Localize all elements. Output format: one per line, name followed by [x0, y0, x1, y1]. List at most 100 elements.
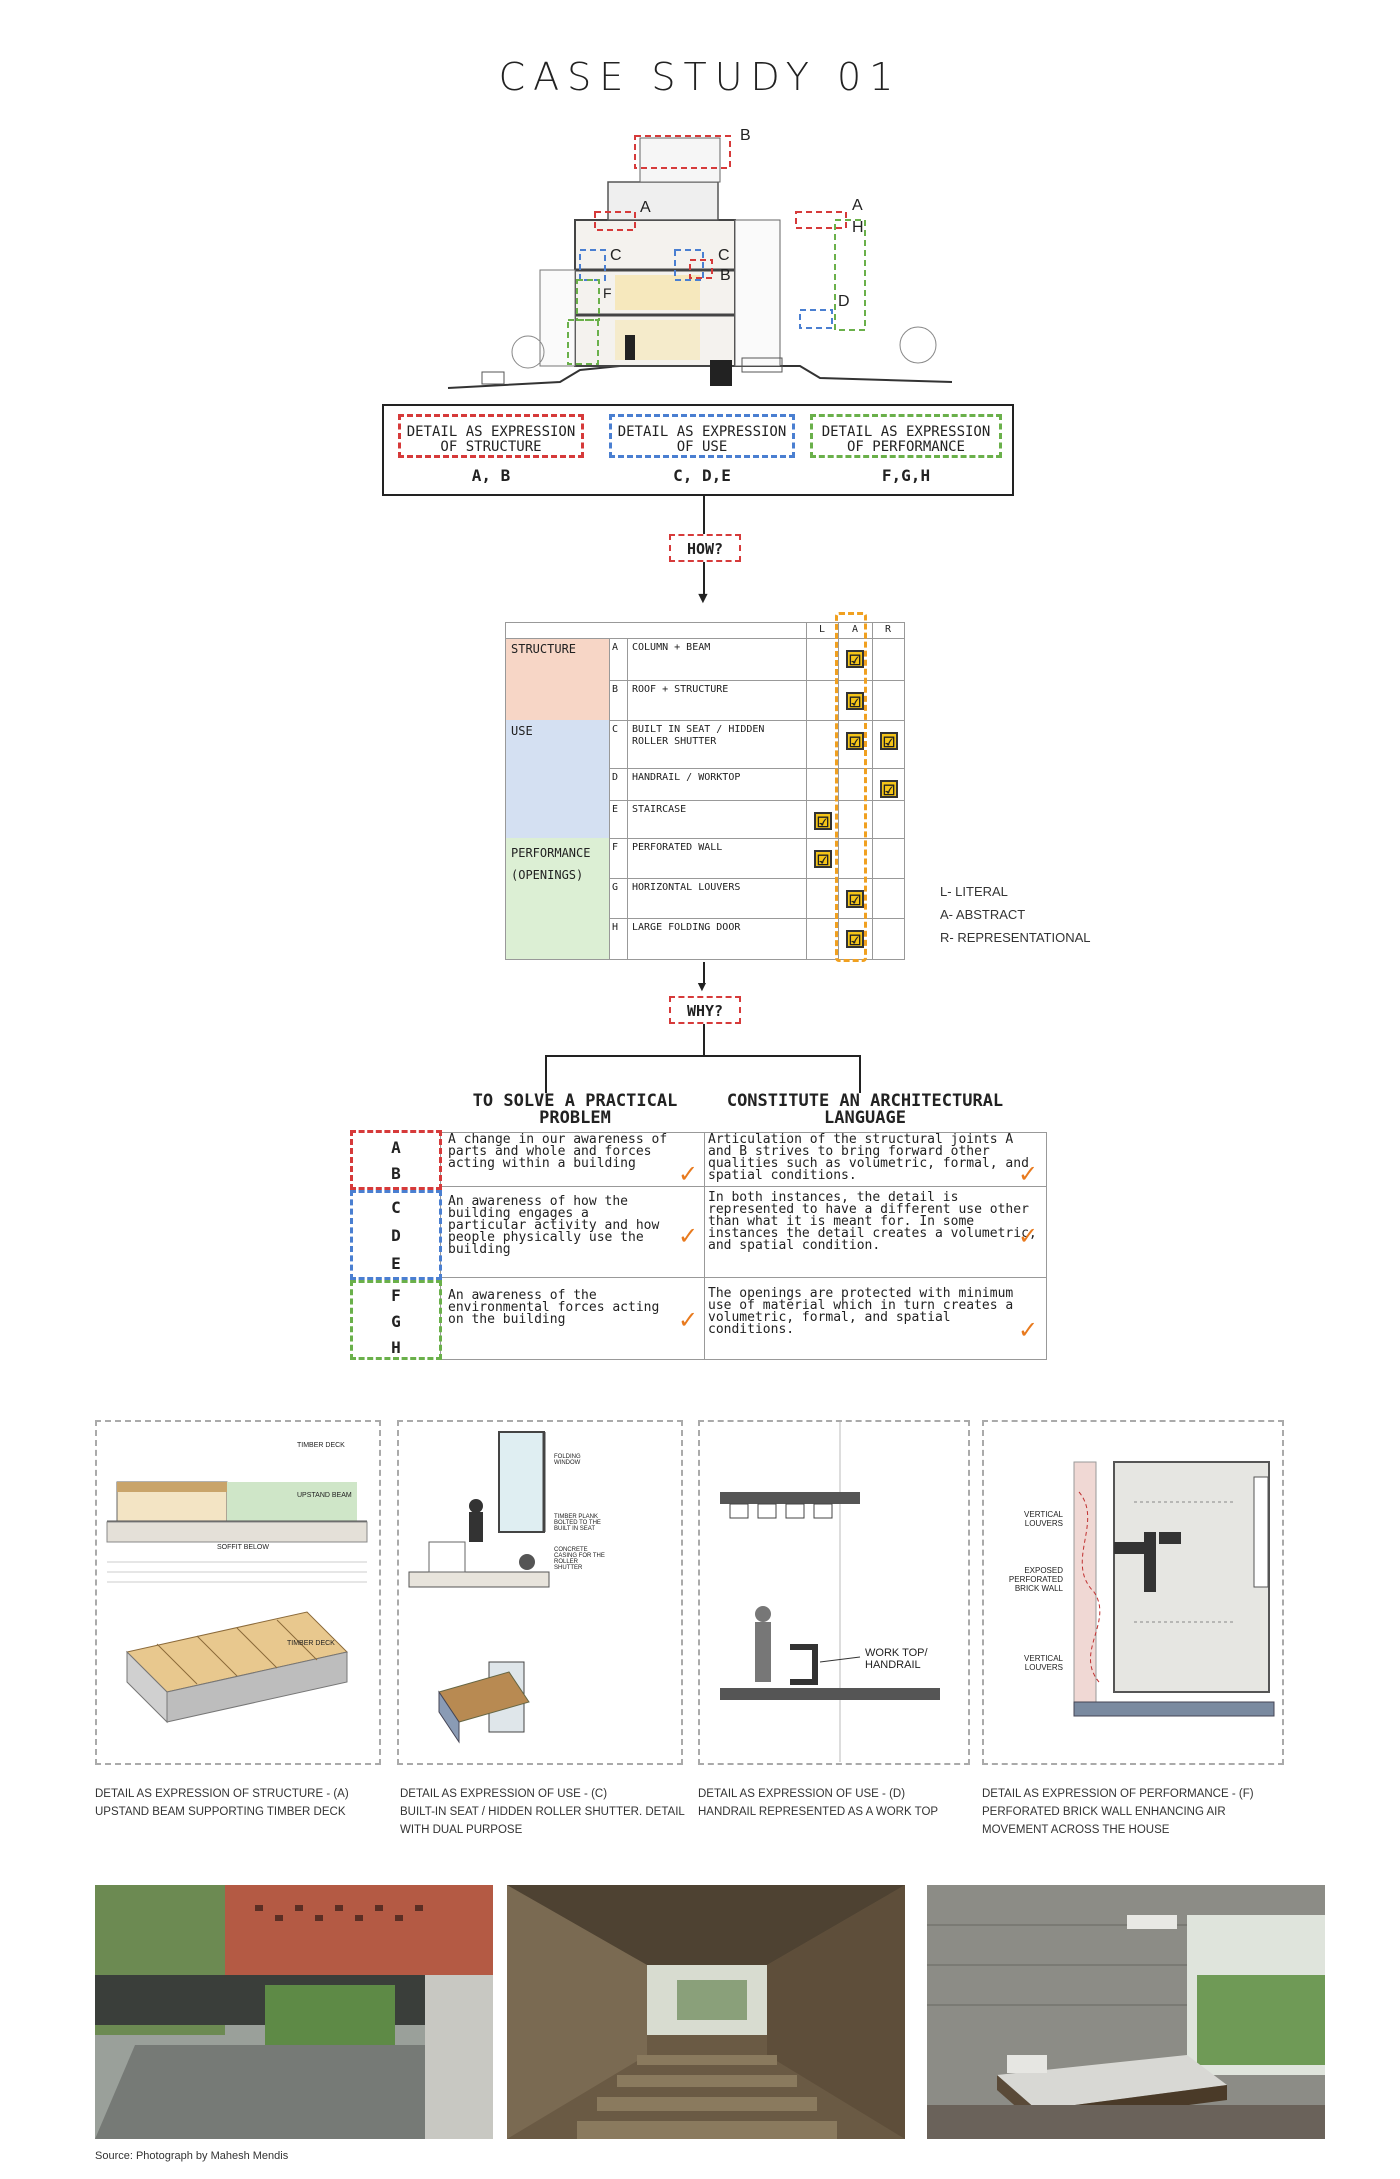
why-letter: A [391, 1138, 401, 1157]
perforated-wall-sketch [1073, 1461, 1275, 1717]
why-row3-language: The openings are protected with minimum … [708, 1286, 1014, 1337]
section-label-a2: A [852, 197, 863, 214]
checkbox-checked-icon: ☑ [880, 732, 898, 750]
built-in-seat-sketch [408, 1431, 550, 1744]
work-top-sketch [720, 1422, 940, 1762]
matrix-row-divider [609, 800, 905, 801]
photo-staircase [507, 1885, 905, 2139]
why-letter: B [391, 1164, 401, 1183]
caption-use-c: DETAIL AS EXPRESSION OF USE - (C) BUILT-… [400, 1785, 685, 1839]
connector-line [703, 962, 705, 984]
matrix-row-id: E [612, 804, 619, 815]
matrix-row-id: D [612, 772, 619, 783]
matrix-header-l: L [818, 624, 826, 635]
section-label-c2: C [718, 247, 730, 264]
matrix-group-use-bg [506, 720, 609, 838]
caption-use-d-line1: DETAIL AS EXPRESSION OF USE - (D) [698, 1788, 906, 1800]
why-letter: G [391, 1312, 401, 1331]
matrix-row-item: STAIRCASE [632, 804, 687, 815]
why-letter: E [391, 1254, 401, 1273]
panel1-label-4: TIMBER DECK [287, 1640, 335, 1647]
matrix-row-id: C [612, 724, 619, 735]
panel4-label-2: EXPOSED PERFORATED BRICK WALL [1008, 1566, 1063, 1593]
photo-source-credit: Source: Photograph by Mahesh Mendis [95, 2150, 289, 2162]
detail-panel-performance: VERTICAL LOUVERS EXPOSED PERFORATED BRIC… [982, 1420, 1284, 1765]
matrix-group-performance-bg [506, 838, 609, 959]
timber-deck-sketch [106, 1481, 368, 1724]
matrix-row-divider [609, 768, 905, 769]
panel4-label-3: VERTICAL LOUVERS [1024, 1654, 1063, 1672]
checkbox-checked-icon: ☑ [846, 692, 864, 710]
caption-structure: DETAIL AS EXPRESSION OF STRUCTURE - (A) … [95, 1785, 385, 1821]
matrix-header-a: A [851, 624, 859, 635]
why-letter: H [391, 1338, 401, 1357]
category-structure-label: DETAIL AS EXPRESSION OF STRUCTURE [406, 424, 576, 455]
abstract-column-highlight [835, 612, 867, 962]
why-letter: D [391, 1226, 401, 1245]
legend-abstract: A- ABSTRACT [940, 907, 1026, 922]
matrix-row-item: ROOF + STRUCTURE [632, 684, 729, 695]
connector-line [703, 1024, 705, 1056]
panel1-label-2: UPSTAND BEAM [297, 1492, 352, 1499]
panel1-label-3: SOFFIT BELOW [217, 1544, 269, 1551]
checkbox-checked-icon: ☑ [880, 780, 898, 798]
detail-panel-use-c: FOLDING WINDOW TIMBER PLANK BOLTED TO TH… [397, 1420, 683, 1765]
category-structure-box: DETAIL AS EXPRESSION OF STRUCTURE [398, 414, 584, 458]
caption-use-c-line1: DETAIL AS EXPRESSION OF USE - (C) [400, 1788, 608, 1800]
matrix-row-divider [609, 959, 905, 960]
matrix-group-use: USE [511, 724, 533, 738]
caption-use-d: DETAIL AS EXPRESSION OF USE - (D) HANDRA… [698, 1785, 978, 1821]
section-label-a: A [640, 199, 651, 216]
why-group-structure [350, 1130, 442, 1190]
checkbox-checked-icon: ☑ [846, 890, 864, 908]
caption-performance-line2: PERFORATED BRICK WALL ENHANCING AIR MOVE… [982, 1806, 1226, 1836]
matrix-row-item: BUILT IN SEAT / HIDDEN ROLLER SHUTTER [632, 724, 765, 747]
panel2-label-3: CONCRETE CASING FOR THE ROLLER SHUTTER [554, 1547, 605, 1571]
connector-line [703, 496, 705, 534]
matrix-row-id: B [612, 684, 619, 695]
page-title: CASE STUDY 01 [498, 55, 902, 99]
category-use-box: DETAIL AS EXPRESSION OF USE [609, 414, 795, 458]
category-use-label: DETAIL AS EXPRESSION OF USE [617, 424, 787, 455]
why-col2-heading: CONSTITUTE AN ARCHITECTURAL LANGUAGE [726, 1091, 1004, 1128]
building-section-drawing: B A A H C C B F D [447, 127, 953, 389]
matrix-header-r: R [884, 624, 892, 635]
why-col1-heading: TO SOLVE A PRACTICAL PROBLEM [472, 1091, 678, 1128]
matrix-row-id: F [612, 842, 619, 853]
matrix-row-id: A [612, 642, 619, 653]
matrix-row-id: H [612, 922, 619, 933]
how-label: HOW? [669, 534, 741, 562]
section-label-d: D [838, 293, 850, 310]
matrix-row-item: LARGE FOLDING DOOR [632, 922, 741, 933]
why-group-use [350, 1190, 442, 1280]
arrow-down-icon: ▼ [695, 978, 709, 994]
why-row2-language-tick: ✓ [1018, 1223, 1039, 1250]
section-label-b2: B [720, 267, 731, 284]
branch-line [545, 1055, 861, 1057]
category-use-letters: C, D,E [673, 466, 731, 485]
category-performance-box: DETAIL AS EXPRESSION OF PERFORMANCE [810, 414, 1002, 458]
connector-line [859, 1055, 861, 1093]
legend-literal: L- LITERAL [940, 884, 1008, 899]
why-row2-language: In both instances, the detail is represe… [708, 1190, 1037, 1253]
legend-representational: R- REPRESENTATIONAL [940, 930, 1091, 945]
panel4-label-1: VERTICAL LOUVERS [1024, 1510, 1063, 1528]
why-row2-practical-tick: ✓ [678, 1223, 699, 1250]
why-row3-language-tick: ✓ [1018, 1317, 1039, 1344]
section-label-b: B [740, 127, 751, 144]
section-label-c: C [610, 247, 622, 264]
caption-use-d-line2: HANDRAIL REPRESENTED AS A WORK TOP [698, 1806, 939, 1818]
checkbox-checked-icon: ☑ [814, 812, 832, 830]
category-structure-letters: A, B [471, 466, 511, 485]
categories-panel: DETAIL AS EXPRESSION OF STRUCTURE DETAIL… [382, 404, 1014, 496]
why-group-performance [350, 1280, 442, 1360]
why-row1-practical-tick: ✓ [678, 1161, 699, 1188]
caption-use-c-line2: BUILT-IN SEAT / HIDDEN ROLLER SHUTTER. D… [400, 1806, 685, 1836]
matrix-group-performance: PERFORMANCE (OPENINGS) [511, 846, 591, 882]
matrix-row-item: COLUMN + BEAM [632, 642, 711, 653]
matrix-row-divider [609, 680, 905, 681]
why-row2-practical: An awareness of how the building engages… [448, 1194, 660, 1257]
why-label: WHY? [669, 996, 741, 1024]
connector-line [545, 1055, 547, 1093]
matrix-row-item: HORIZONTAL LOUVERS [632, 882, 741, 893]
